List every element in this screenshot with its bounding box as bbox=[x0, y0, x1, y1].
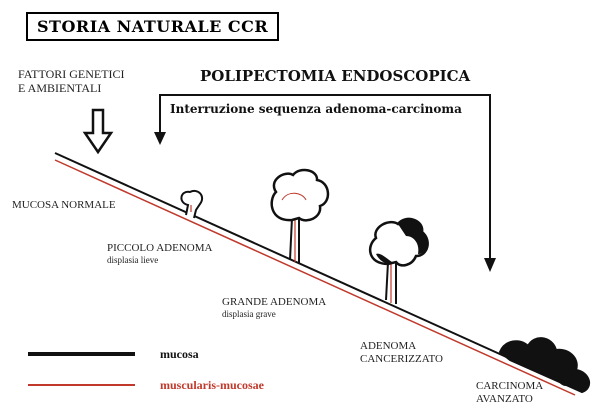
cancerized-line-2: CANCERIZZATO bbox=[360, 353, 443, 366]
factors-arrow-icon bbox=[85, 110, 111, 152]
cancerized-line-1: ADENOMA bbox=[360, 340, 443, 353]
normal-mucosa-label: MUCOSA NORMALE bbox=[12, 199, 116, 212]
factors-label: FATTORI GENETICI E AMBIENTALI bbox=[18, 68, 125, 96]
diagram-title: STORIA NATURALE CCR bbox=[26, 12, 279, 41]
small-adenoma-detail: displasia lieve bbox=[107, 255, 212, 265]
polypectomy-label: POLIPECTOMIA ENDOSCOPICA bbox=[200, 68, 470, 85]
cancerized-adenoma-label: ADENOMA CANCERIZZATO bbox=[360, 340, 443, 365]
carcinoma-line-1: CARCINOMA bbox=[476, 380, 543, 393]
large-adenoma-label: GRANDE ADENOMA displasia grave bbox=[222, 296, 326, 319]
carcinoma-line-2: AVANZATO bbox=[476, 393, 543, 406]
small-adenoma-label: PICCOLO ADENOMA displasia lieve bbox=[107, 242, 212, 265]
legend-muscularis-label: muscularis-mucosae bbox=[160, 378, 264, 393]
carcinoma-label: CARCINOMA AVANZATO bbox=[476, 380, 543, 405]
small-polyp bbox=[181, 191, 202, 218]
large-adenoma-name: GRANDE ADENOMA bbox=[222, 296, 326, 309]
interruption-label: Interruzione sequenza adenoma-carcinoma bbox=[170, 103, 462, 117]
cancerized-adenoma bbox=[370, 219, 428, 304]
factors-line-1: FATTORI GENETICI bbox=[18, 68, 125, 82]
factors-line-2: E AMBIENTALI bbox=[18, 82, 125, 96]
large-adenoma-detail: displasia grave bbox=[222, 309, 326, 319]
small-adenoma-name: PICCOLO ADENOMA bbox=[107, 242, 212, 255]
pedunculated-adenoma bbox=[272, 170, 328, 263]
legend-mucosa-label: mucosa bbox=[160, 347, 199, 362]
